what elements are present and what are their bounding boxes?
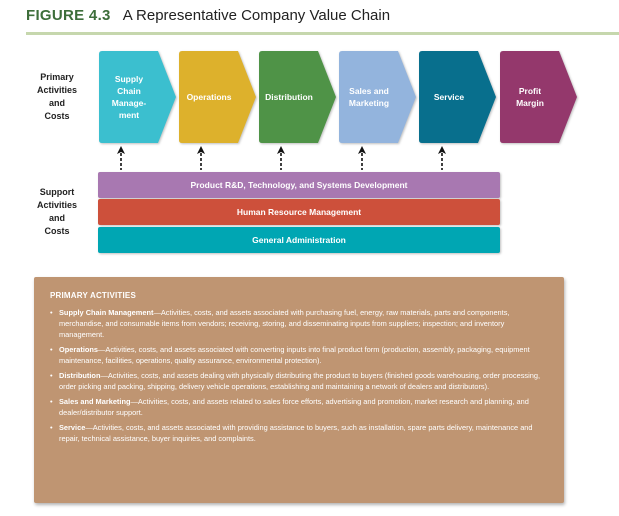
figure-title: FIGURE 4.3 A Representative Company Value… xyxy=(26,7,390,24)
support-bar-rd: Product R&D, Technology, and Systems Dev… xyxy=(98,172,500,198)
description-item: • Service—Activities, costs, and assets a… xyxy=(50,422,550,444)
description-text: —Activities, costs, and assets associate… xyxy=(59,308,510,339)
chevron-label-line: Manage- xyxy=(111,98,147,108)
dashed-up-arrow-icon xyxy=(357,146,367,170)
chevron-label-line: Marketing xyxy=(348,98,390,108)
description-term: Distribution xyxy=(59,371,101,380)
chevron-label: Distribution xyxy=(259,51,319,143)
bullet-icon: • xyxy=(50,345,53,354)
figure-name: A Representative Company Value Chain xyxy=(122,7,391,24)
chevron-label-line: Margin xyxy=(516,98,544,108)
dashed-up-arrow-icon xyxy=(116,146,126,170)
figure-number: FIGURE 4.3 xyxy=(26,7,111,24)
description-term: Operations xyxy=(59,345,99,354)
title-rule xyxy=(26,32,619,35)
chevron-label-line: Profit xyxy=(518,86,542,96)
chevron-label-line: Operations xyxy=(186,92,232,102)
primary-side-label: Primary Activities and Costs xyxy=(27,71,87,123)
chevron-distribution: Distribution xyxy=(259,51,337,143)
side-label-line: Costs xyxy=(44,226,70,236)
chevron-label: Service xyxy=(419,51,479,143)
description-item: • Operations—Activities, costs, and asset… xyxy=(50,344,550,366)
description-list: •Supply Chain Management—Activities, cos… xyxy=(50,307,550,448)
chevron-label-line: Distribution xyxy=(265,92,313,102)
description-term: Service xyxy=(59,423,86,432)
primary-activities-description: PRIMARY ACTIVITIES • Supply Chain Managem… xyxy=(34,277,564,503)
side-label-line: and xyxy=(48,98,65,108)
dashed-up-arrow-icon xyxy=(276,146,286,170)
description-item: • Distribution—Activities, costs, and ass… xyxy=(50,370,550,392)
bullet-icon: • xyxy=(50,397,53,406)
bullet-icon: • xyxy=(50,423,53,432)
side-label-line: Support xyxy=(39,187,75,197)
chevron-label-line: ment xyxy=(118,110,140,120)
support-bar-hr: Human Resource Management xyxy=(98,199,500,225)
description-term: Supply Chain Management xyxy=(59,308,154,317)
bullet-icon: • xyxy=(50,371,53,380)
description-text: —Activities, costs, and assets associate… xyxy=(59,345,530,365)
support-bar-admin: General Administration xyxy=(98,227,500,253)
side-label-line: and xyxy=(48,213,65,223)
chevron-operations: Operations xyxy=(179,51,257,143)
description-text: —Activities, costs, and assets dealing w… xyxy=(59,371,541,391)
description-item: • Sales and Marketing—Activities, costs, … xyxy=(50,396,550,418)
dashed-up-arrow-icon xyxy=(196,146,206,170)
side-label-line: Costs xyxy=(44,111,70,121)
chevron-service: Service xyxy=(419,51,497,143)
description-term: Sales and Marketing xyxy=(59,397,131,406)
description-text: —Activities, costs, and assets related t… xyxy=(59,397,529,417)
chevron-label-line: Supply xyxy=(114,74,144,84)
dashed-up-arrow-icon xyxy=(437,146,447,170)
chevron-label: Operations xyxy=(179,51,239,143)
description-heading: PRIMARY ACTIVITIES xyxy=(50,291,136,300)
chevron-label-line: Chain xyxy=(117,86,141,96)
chevron-label-line: Service xyxy=(433,92,465,102)
description-item: • Supply Chain Management—Activities, cos… xyxy=(50,307,550,340)
side-label-line: Activities xyxy=(36,200,78,210)
side-label-line: Activities xyxy=(36,85,78,95)
side-label-line: Primary xyxy=(40,72,74,82)
bullet-icon: • xyxy=(50,308,53,317)
chevron-label-line: Sales and xyxy=(349,86,389,96)
support-side-label: Support Activities and Costs xyxy=(27,186,87,238)
description-text: —Activities, costs, and assets associate… xyxy=(59,423,533,443)
